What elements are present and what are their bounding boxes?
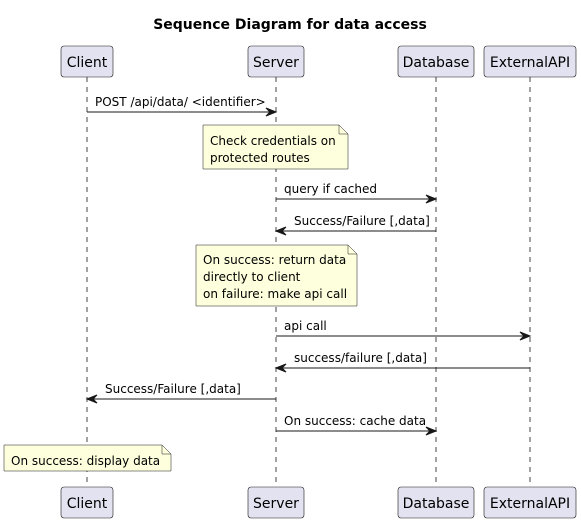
message-5: success/failure [,data] xyxy=(274,351,530,373)
note-body xyxy=(3,444,172,472)
message-3: Success/Failure [,data] xyxy=(274,214,436,236)
note-fold xyxy=(161,445,171,455)
participant-box xyxy=(397,486,475,519)
message-4: api call xyxy=(276,319,532,341)
message-label: Success/Failure [,data] xyxy=(294,214,430,228)
note-2: On success: return data directly to clien… xyxy=(195,244,358,307)
message-1: POST /api/data/ <identifier> xyxy=(87,95,278,117)
participant-label: Server xyxy=(253,496,299,512)
messages: POST /api/data/ <identifier> query if cac… xyxy=(85,95,532,436)
participant-label: Server xyxy=(253,55,299,71)
notes: Check credentials on protected routes On s… xyxy=(3,124,358,472)
message-2: query if cached xyxy=(276,182,438,204)
note-3: On success: display data xyxy=(3,444,172,472)
participant-label: ExternalAPI xyxy=(490,55,570,71)
message-label: On success: cache data xyxy=(284,414,426,428)
message-label: query if cached xyxy=(284,182,377,196)
message-arrow-head xyxy=(265,107,278,117)
diagram-title: Sequence Diagram for data access xyxy=(153,17,427,33)
participant-label: Client xyxy=(67,496,108,512)
note-fold xyxy=(347,245,357,255)
participant-client-bottom: Client xyxy=(60,486,114,519)
message-label: Success/Failure [,data] xyxy=(105,382,241,396)
message-arrow-head xyxy=(85,394,98,404)
message-arrow-head xyxy=(519,331,532,341)
participant-label: Database xyxy=(403,55,470,71)
participant-database-bottom: Database xyxy=(397,486,475,519)
note-fold xyxy=(338,125,348,135)
participant-box xyxy=(483,45,577,78)
participant-box xyxy=(483,486,577,519)
note-body xyxy=(195,244,358,307)
message-arrow-head xyxy=(425,426,438,436)
participant-client-top: Client xyxy=(60,45,114,78)
participant-box xyxy=(397,45,475,78)
note-1: Check credentials on protected routes xyxy=(202,124,349,170)
message-7: On success: cache data xyxy=(276,414,438,436)
participant-externalapi-bottom: ExternalAPI xyxy=(483,486,577,519)
message-6: Success/Failure [,data] xyxy=(85,382,276,404)
note-text-line: On success: return data xyxy=(203,253,346,267)
participant-database-top: Database xyxy=(397,45,475,78)
participant-server-bottom: Server xyxy=(247,486,305,519)
note-body xyxy=(202,124,349,170)
participants-bottom: Client Server Database ExternalAPI xyxy=(60,486,577,519)
participants-top: Client Server Database ExternalAPI xyxy=(60,45,577,78)
message-arrow-head xyxy=(425,194,438,204)
participant-externalapi-top: ExternalAPI xyxy=(483,45,577,78)
note-text-line: directly to client xyxy=(203,270,301,284)
message-label: success/failure [,data] xyxy=(294,351,427,365)
message-arrow-head xyxy=(274,363,287,373)
participant-box xyxy=(60,45,114,78)
note-text-line: On success: display data xyxy=(11,454,160,468)
participant-box xyxy=(247,486,305,519)
participant-label: Client xyxy=(67,55,108,71)
message-label: POST /api/data/ <identifier> xyxy=(95,95,266,109)
participant-box xyxy=(247,45,305,78)
note-text-line: Check credentials on xyxy=(210,134,336,148)
participant-box xyxy=(60,486,114,519)
participant-label: Database xyxy=(403,496,470,512)
note-text-line: protected routes xyxy=(210,151,310,165)
participant-server-top: Server xyxy=(247,45,305,78)
message-arrow-head xyxy=(274,226,287,236)
participant-label: ExternalAPI xyxy=(490,496,570,512)
message-label: api call xyxy=(284,319,327,333)
note-text-line: on failure: make api call xyxy=(203,287,347,301)
